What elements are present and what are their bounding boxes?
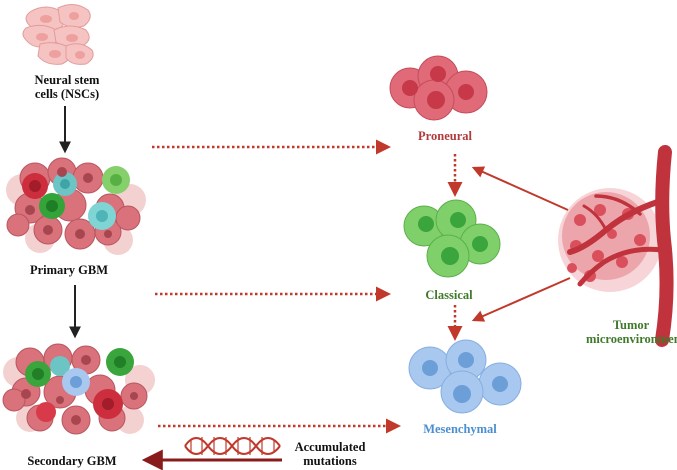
proneural-cell-icon — [389, 55, 488, 121]
classical-label: Classical — [425, 288, 473, 302]
proneural-label: Proneural — [418, 129, 472, 143]
tumor-microenvironment-label: Tumor microenvironment — [586, 318, 677, 346]
dna-helix-icon — [184, 437, 281, 455]
tme-to-proneural-arrow — [471, 166, 569, 211]
tumor-label-line2: microenvironment — [586, 332, 677, 346]
nsc-label: Neural stem cells (NSCs) — [20, 73, 114, 101]
secondary-gbm-tumor-icon — [2, 343, 155, 435]
mesenchymal-cell-icon — [408, 339, 522, 414]
mesenchymal-label: Mesenchymal — [423, 422, 497, 436]
blood-vessel-icon — [558, 145, 674, 347]
stem-cell-cluster-icon — [22, 4, 94, 65]
classical-cell-icon — [403, 199, 501, 278]
primary-gbm-label: Primary GBM — [29, 263, 109, 277]
nsc-label-line2: cells (NSCs) — [34, 87, 100, 101]
primary-gbm-tumor-icon — [6, 157, 146, 255]
secondary-gbm-label: Secondary GBM — [27, 454, 117, 468]
tme-to-mesenchymal-arrow — [471, 277, 571, 322]
mutations-label-line2: mutations — [303, 454, 357, 468]
mutations-label-line1: Accumulated — [294, 440, 366, 454]
tumor-label-line1: Tumor — [612, 318, 650, 332]
accumulated-mutations-label: Accumulated mutations — [282, 440, 378, 468]
nsc-label-line1: Neural stem — [34, 73, 100, 87]
